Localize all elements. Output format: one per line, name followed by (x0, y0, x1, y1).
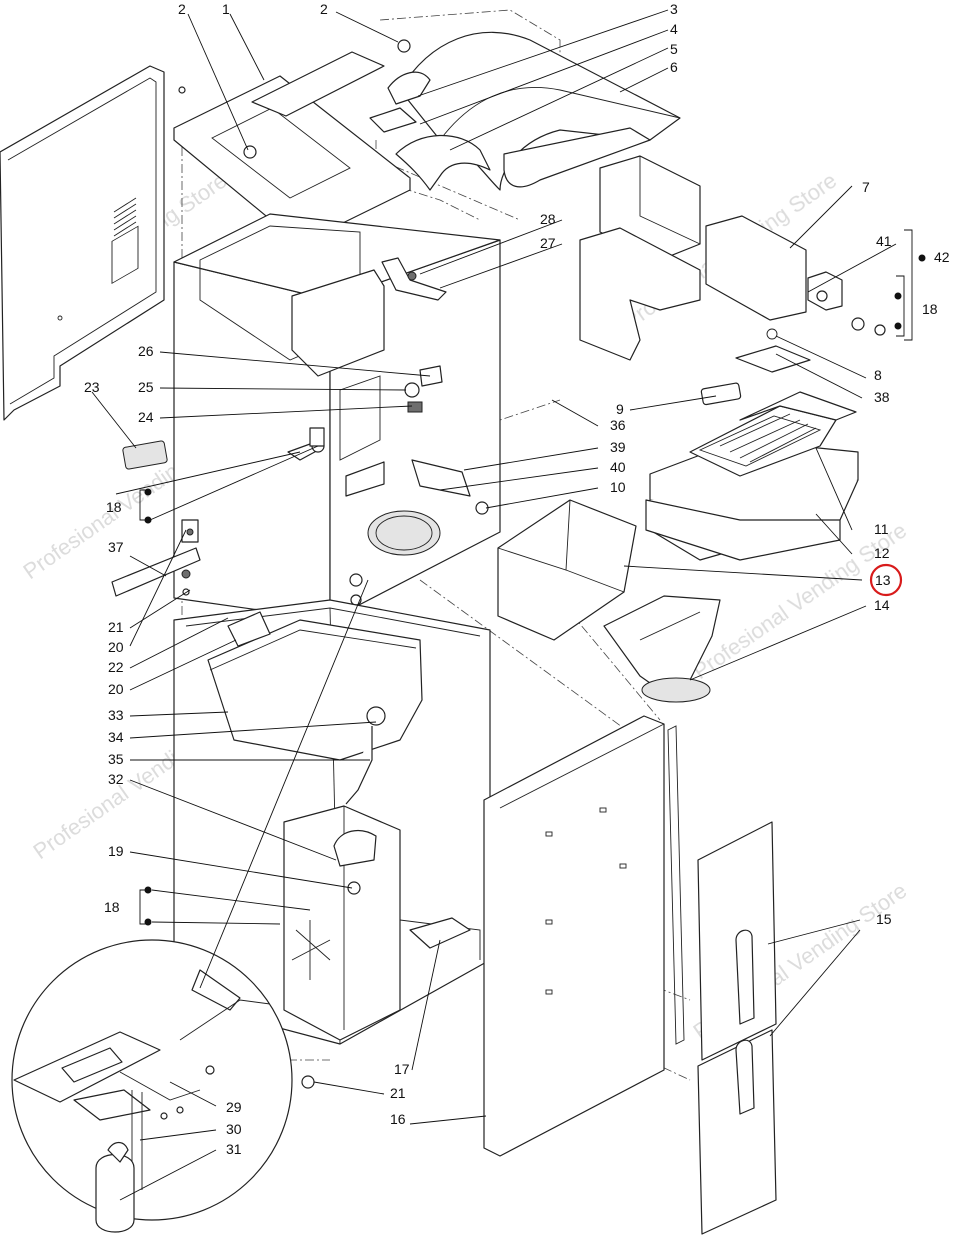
label-4: 4 (670, 21, 678, 37)
top-lid (173, 39, 411, 245)
label-33: 33 (108, 707, 124, 723)
chute (603, 595, 721, 703)
label-28: 28 (540, 211, 556, 227)
label-39: 39 (610, 439, 626, 455)
label-20b: 20 (108, 681, 124, 697)
label-41: 41 (876, 233, 892, 249)
label-26: 26 (138, 343, 154, 359)
right-module-parts (579, 155, 886, 406)
upper-cabinet (173, 213, 501, 621)
detail-inset (11, 939, 293, 1233)
label-5: 5 (670, 41, 678, 57)
label-24: 24 (138, 409, 154, 425)
label-42: 42 (934, 249, 950, 265)
label-34: 34 (108, 729, 124, 745)
label-27: 27 (540, 235, 556, 251)
label-14: 14 (874, 597, 890, 613)
callout-bullets (144, 254, 926, 926)
label-40: 40 (610, 459, 626, 475)
label-21a: 21 (108, 619, 124, 635)
label-31: 31 (226, 1141, 242, 1157)
label-9: 9 (616, 401, 624, 417)
label-38: 38 (874, 389, 890, 405)
label-6: 6 (670, 59, 678, 75)
label-32: 32 (108, 771, 124, 787)
label-3: 3 (670, 1, 678, 17)
label-18b: 18 (106, 499, 122, 515)
label-18c: 18 (104, 899, 120, 915)
leader-lines (91, 9, 913, 1201)
side-panel (0, 65, 186, 421)
front-panel (483, 715, 685, 1157)
callout-labels: 2 1 2 3 4 5 6 7 41 42 18 8 38 9 11 12 13… (84, 1, 950, 1157)
label-36: 36 (610, 417, 626, 433)
label-2b: 2 (320, 1, 328, 17)
water-tank (283, 805, 471, 1041)
label-20a: 20 (108, 639, 124, 655)
label-29: 29 (226, 1099, 242, 1115)
label-11: 11 (874, 521, 889, 537)
label-25: 25 (138, 379, 154, 395)
label-30: 30 (226, 1121, 242, 1137)
container-bin (497, 499, 637, 641)
label-1: 1 (222, 1, 230, 17)
label-8: 8 (874, 367, 882, 383)
doors (697, 821, 777, 1235)
label-7: 7 (862, 179, 870, 195)
waste-bucket (207, 611, 423, 805)
highlight-circle (869, 563, 903, 597)
label-19: 19 (108, 843, 124, 859)
label-15: 15 (876, 911, 892, 927)
upper-small-parts (111, 257, 489, 597)
label-13: 13 (875, 572, 891, 588)
label-17: 17 (394, 1061, 410, 1077)
label-22: 22 (108, 659, 124, 675)
label-12: 12 (874, 545, 890, 561)
label-2a: 2 (178, 1, 186, 17)
label-10: 10 (610, 479, 626, 495)
label-18a: 18 (922, 301, 938, 317)
label-21b: 21 (390, 1085, 406, 1101)
label-37: 37 (108, 539, 124, 555)
label-23: 23 (84, 379, 100, 395)
top-hood-parts (369, 31, 681, 191)
label-16: 16 (390, 1111, 406, 1127)
drip-tray-assembly (645, 391, 859, 561)
label-35: 35 (108, 751, 124, 767)
